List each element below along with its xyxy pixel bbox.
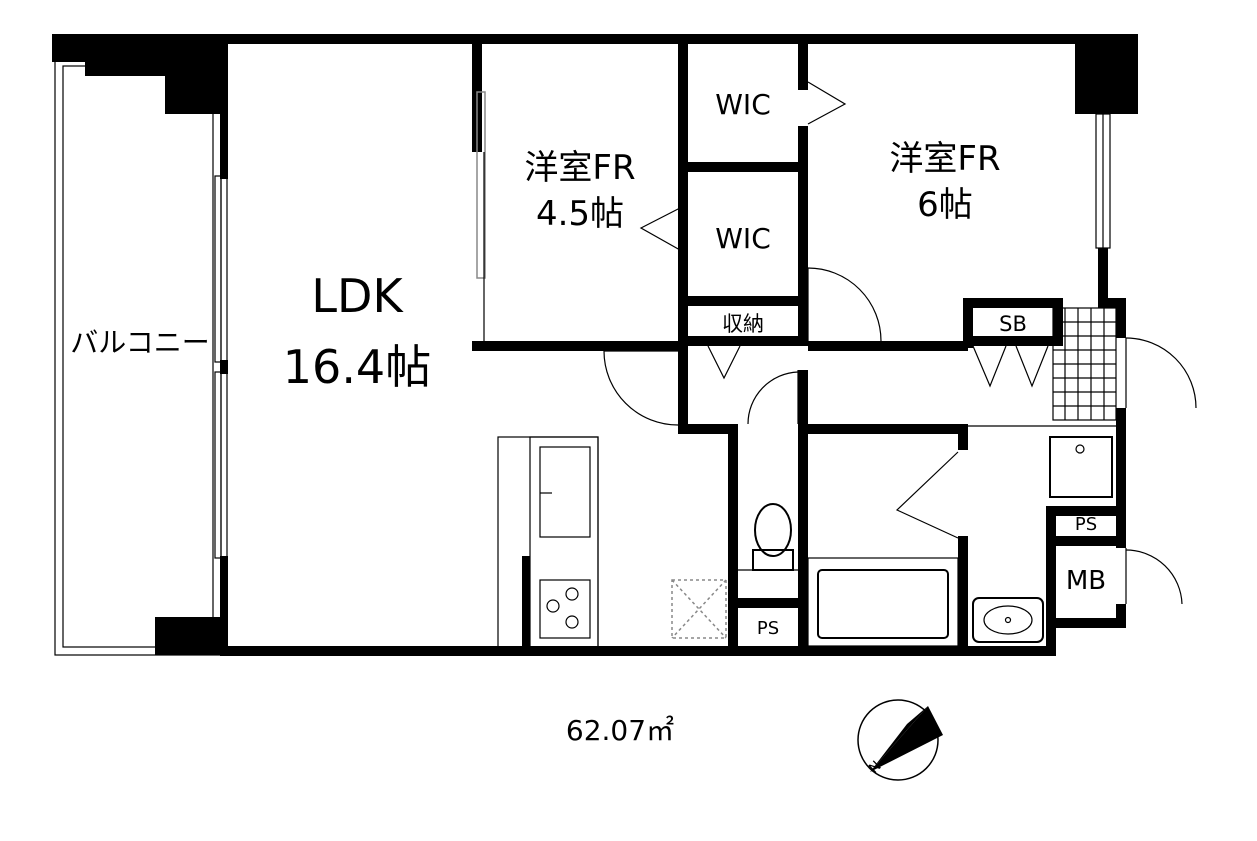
- ps-right-label: PS: [1075, 514, 1097, 535]
- storage-label: 収納: [722, 312, 764, 336]
- wic-upper-label: WIC: [715, 88, 771, 121]
- ldk-size: 16.4帖: [283, 340, 431, 394]
- interior-walls: [472, 40, 1126, 656]
- east-window: [1095, 113, 1111, 249]
- balcony: [52, 34, 227, 656]
- balcony-label: バルコニー: [70, 326, 209, 359]
- kitchen: [497, 436, 727, 648]
- exterior-walls: [220, 34, 1138, 656]
- west-bedroom-size: 4.5帖: [536, 194, 624, 234]
- compass-icon: N: [857, 699, 943, 781]
- sb-label: SB: [999, 312, 1027, 336]
- mb-label: MB: [1066, 566, 1106, 596]
- entrance-tiles: [968, 307, 1117, 427]
- wic-lower-label: WIC: [715, 222, 771, 255]
- ldk-name: LDK: [311, 269, 404, 323]
- wash-basin: [972, 597, 1044, 643]
- west-bedroom-name: 洋室FR: [524, 148, 635, 188]
- washer-pan: [1049, 436, 1113, 498]
- area-label: 62.07㎡: [566, 714, 674, 747]
- doors: [603, 81, 1197, 605]
- sliding-door-west-bedroom[interactable]: [476, 91, 486, 341]
- ps-toilet-label: PS: [757, 618, 779, 639]
- toilet-fixture: [738, 503, 798, 571]
- bathtub: [807, 557, 959, 647]
- east-bedroom-name: 洋室FR: [889, 139, 1000, 179]
- east-bedroom-size: 6帖: [917, 185, 973, 225]
